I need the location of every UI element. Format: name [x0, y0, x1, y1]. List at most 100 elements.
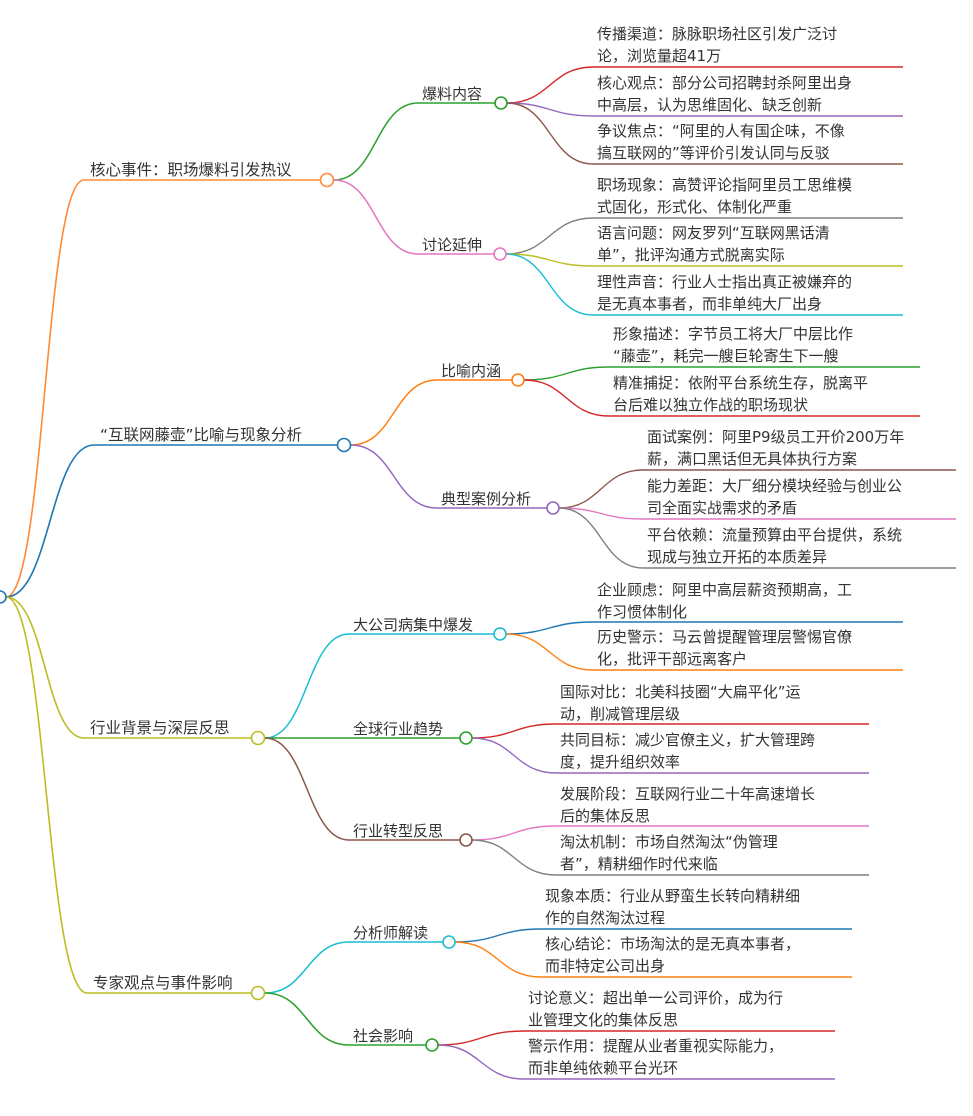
- sub-connector: [264, 737, 350, 841]
- leaf-text-line: 现象本质：行业从野蛮生长转向精耕细: [545, 887, 801, 905]
- leaf-text-line: 薪，满口黑话但无具体执行方案: [647, 450, 858, 468]
- leaf-text-line: 单”，批评沟通方式脱离实际: [597, 246, 785, 264]
- leaf-text-line: 国际对比：北美科技圈“大扁平化”运: [560, 683, 801, 701]
- sub-node-circle[interactable]: [442, 935, 456, 949]
- branch-node-circle[interactable]: [336, 437, 352, 453]
- leaf-connector: [505, 633, 594, 671]
- leaf-connector: [471, 737, 557, 774]
- leaf-connector: [471, 839, 557, 876]
- leaf-connector: [505, 217, 594, 255]
- leaf-connector: [454, 928, 542, 943]
- leaf-text-line: 能力差距：大厂细分模块经验与创业公: [647, 477, 903, 495]
- leaf-text-line: 作的自然淘汰过程: [545, 909, 666, 927]
- leaf-text-line: 论，浏览量超41万: [597, 47, 722, 65]
- leaf-connector: [437, 1044, 525, 1080]
- leaf-connector: [558, 507, 644, 520]
- sub-branch-label: 行业转型反思: [353, 822, 444, 840]
- leaf-text-line: 式固化，形式化、体制化严重: [597, 198, 793, 216]
- sub-node-circle[interactable]: [511, 373, 525, 387]
- branch-connector: [5, 596, 88, 994]
- leaf-connector: [505, 253, 594, 316]
- sub-branch-label: 分析师解读: [353, 924, 429, 942]
- leaf-connector: [437, 1030, 525, 1046]
- leaf-text-line: 历史警示：马云曾提醒管理层警惕官僚: [597, 628, 853, 646]
- leaf-text-line: 而非单纯依赖平台光环: [528, 1059, 679, 1077]
- leaf-connector: [506, 66, 594, 104]
- leaf-connector: [506, 102, 594, 165]
- leaf-note: 面试案例：阿里P9级员工开价200万年薪，满口黑话但无具体执行方案: [647, 426, 956, 470]
- sub-node-circle[interactable]: [425, 1038, 439, 1052]
- leaf-note: 语言问题：网友罗列“互联网黑话清单”，批评沟通方式脱离实际: [597, 222, 903, 266]
- leaf-text-line: 理性声音：行业人士指出真正被嫌弃的: [597, 273, 853, 291]
- leaf-connector: [523, 379, 610, 417]
- leaf-text-line: 核心结论：市场淘汰的是无真本事者，: [545, 935, 801, 953]
- leaf-note: 共同目标：减少官僚主义，扩大管理跨度，提升组织效率: [560, 729, 869, 773]
- branch-label: 专家观点与事件影响: [93, 974, 233, 992]
- leaf-text-line: 动，削减管理层级: [560, 705, 681, 723]
- leaf-note: 精准捕捉：依附平台系统生存，脱离平台后难以独立作战的职场现状: [613, 372, 920, 416]
- leaf-connector: [471, 825, 557, 841]
- leaf-note: 能力差距：大厂细分模块经验与创业公司全面实战需求的矛盾: [647, 475, 956, 519]
- leaf-text-line: 平台依赖：流量预算由平台提供，系统: [647, 526, 903, 544]
- leaf-text-line: 淘汰机制：市场自然淘汰“伪管理: [560, 833, 778, 851]
- leaf-text-line: 精准捕捉：依附平台系统生存，脱离平: [613, 374, 869, 392]
- leaf-note: 形象描述：字节员工将大厂中层比作“藤壶”，耗完一艘巨轮寄生下一艘: [613, 323, 920, 367]
- branch-node-circle[interactable]: [250, 730, 266, 746]
- leaf-connector: [454, 941, 542, 978]
- leaf-note: 警示作用：提醒从业者重视实际能力， 而非单纯依赖平台光环: [528, 1035, 835, 1079]
- leaf-text-line: 作习惯体制化: [597, 603, 688, 621]
- leaf-note: 职场现象：高赞评论指阿里员工思维模式固化，形式化、体制化严重: [597, 174, 903, 218]
- leaf-text-line: 而非特定公司出身: [545, 957, 666, 975]
- branch-connector: [5, 596, 85, 739]
- sub-branch-label: 社会影响: [353, 1027, 414, 1045]
- leaf-note: 争议焦点：“阿里的人有国企味，不像搞互联网的”等评价引发认同与反驳: [597, 120, 903, 164]
- root-node[interactable]: [0, 590, 7, 604]
- leaf-connector: [505, 253, 594, 267]
- leaf-text-line: 共同目标：减少官僚主义，扩大管理跨: [560, 731, 816, 749]
- leaf-text-line: 形象描述：字节员工将大厂中层比作: [613, 325, 854, 343]
- leaf-text-line: 业管理文化的集体反思: [528, 1011, 679, 1029]
- leaf-text-line: 司全面实战需求的矛盾: [647, 499, 798, 517]
- branch-connector: [5, 444, 95, 598]
- branch-node-circle[interactable]: [250, 985, 266, 1001]
- sub-branch-label: 讨论延伸: [422, 236, 483, 254]
- sub-connector: [333, 102, 419, 181]
- sub-branch-label: 典型案例分析: [441, 490, 532, 508]
- sub-node-circle[interactable]: [459, 833, 473, 847]
- leaf-note: 传播渠道：脉脉职场社区引发广泛讨论，浏览量超41万: [597, 23, 903, 67]
- branch-connector: [5, 179, 85, 598]
- leaf-text-line: 化，批评干部远离客户: [597, 650, 748, 668]
- sub-branch-label: 全球行业趋势: [353, 720, 444, 738]
- sub-node-circle[interactable]: [546, 501, 560, 515]
- leaf-text-line: 是无真本事者，而非单纯大厂出身: [597, 295, 823, 313]
- leaf-connector: [558, 507, 644, 569]
- leaf-text-line: 面试案例：阿里P9级员工开价200万年: [647, 428, 905, 446]
- leaf-text-line: 发展阶段：互联网行业二十年高速增长: [560, 785, 816, 803]
- leaf-connector: [558, 469, 644, 509]
- branch-node-circle[interactable]: [319, 172, 335, 188]
- sub-branch-label: 比喻内涵: [441, 362, 502, 380]
- sub-node-circle[interactable]: [494, 96, 508, 110]
- leaf-text-line: 核心观点：部分公司招聘封杀阿里出身: [597, 74, 853, 92]
- sub-node-circle[interactable]: [459, 731, 473, 745]
- leaf-note: 企业顾虑：阿里中高层薪资预期高，工作习惯体制化: [597, 579, 903, 623]
- sub-connector: [333, 179, 419, 255]
- leaf-note: 核心观点：部分公司招聘封杀阿里出身中高层，认为思维固化、缺乏创新: [597, 72, 903, 116]
- sub-branch-label: 爆料内容: [422, 85, 483, 103]
- leaf-connector: [523, 366, 610, 381]
- leaf-note: 历史警示：马云曾提醒管理层警惕官僚化，批评干部远离客户: [597, 626, 903, 670]
- leaf-text-line: 台后难以独立作战的职场现状: [613, 396, 809, 414]
- leaf-text-line: 现成与独立开拓的本质差异: [647, 548, 828, 566]
- sub-node-circle[interactable]: [493, 247, 507, 261]
- leaf-text-line: 警示作用：提醒从业者重视实际能力，: [528, 1037, 784, 1055]
- leaf-note: 淘汰机制：市场自然淘汰“伪管理者”，精耕细作时代来临: [560, 831, 869, 875]
- leaf-note: 现象本质：行业从野蛮生长转向精耕细作的自然淘汰过程: [545, 885, 852, 929]
- leaf-text-line: 度，提升组织效率: [560, 753, 681, 771]
- sub-branch-label: 大公司病集中爆发: [353, 616, 474, 634]
- branch-label: “互联网藤壶”比喻与现象分析: [100, 426, 303, 444]
- sub-connector: [350, 444, 438, 509]
- leaf-text-line: 后的集体反思: [560, 807, 651, 825]
- sub-node-circle[interactable]: [493, 627, 507, 641]
- sub-connector: [264, 941, 350, 994]
- sub-connector: [264, 992, 350, 1046]
